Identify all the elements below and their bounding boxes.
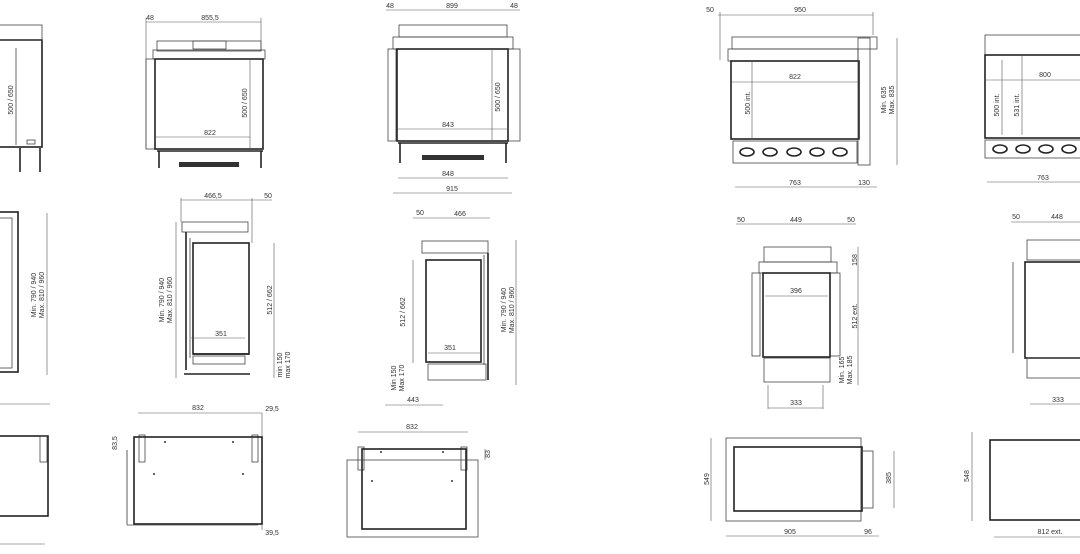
col5-side-view: 50 448 333 bbox=[1011, 214, 1080, 405]
col5-top-width: 812 ext. bbox=[1038, 529, 1063, 536]
col3-front-base-width: 848 bbox=[442, 171, 454, 178]
col4-top-offset: 96 bbox=[864, 529, 872, 536]
col4-front-base-width: 763 bbox=[789, 180, 801, 187]
col3-front-outer-width: 915 bbox=[446, 186, 458, 193]
col3-front-width: 899 bbox=[446, 3, 458, 10]
col4-side-glass-height: 512 ext. bbox=[852, 303, 859, 328]
col4-side-width: 449 bbox=[790, 217, 802, 224]
col5-front-inner-width: 800 bbox=[1039, 72, 1051, 79]
col2-top-bottom-offset: 39,5 bbox=[265, 530, 279, 537]
col5-front-height2: 531 int. bbox=[1014, 93, 1021, 116]
col4-side-right-offset: 50 bbox=[847, 217, 855, 224]
col3-side-base-min: Min 150 bbox=[391, 365, 398, 390]
col4-top-inner-depth: 385 bbox=[886, 472, 893, 484]
col5-side-left-offset: 50 bbox=[1012, 214, 1020, 221]
col5-front-view: 800 500 int. 531 int. 763 bbox=[984, 34, 1080, 183]
col2-top-view: 832 29,5 83,5 39,5 bbox=[112, 405, 279, 537]
col2-front-inner-width: 822 bbox=[204, 130, 216, 137]
col2-side-view: 466,5 50 351 Min. 790 / 940 Max. 810 / 9… bbox=[159, 193, 292, 378]
col2-side-inner-depth: 351 bbox=[215, 331, 227, 338]
col2-front-width: 855,5 bbox=[201, 15, 219, 22]
col4-vent-slots bbox=[739, 147, 848, 157]
col3-front-left-offset: 48 bbox=[386, 3, 394, 10]
col5-front-height: 500 int. bbox=[994, 93, 1001, 116]
col4-top-width: 905 bbox=[784, 529, 796, 536]
col2-side-max: Max. 810 / 960 bbox=[167, 277, 174, 323]
col4-side-base-max: Max. 185 bbox=[847, 355, 854, 384]
col1-side-view: Min. 790 / 940 Max. 810 / 960 bbox=[0, 211, 48, 375]
col2-side-min: Min. 790 / 940 bbox=[159, 278, 166, 322]
col1-front-view: 500 / 650 bbox=[0, 24, 43, 172]
col5-side-base-width: 333 bbox=[1052, 397, 1064, 404]
col2-side-glass-height: 512 / 662 bbox=[267, 285, 274, 314]
col4-side-inner-width: 396 bbox=[790, 288, 802, 295]
col4-side-base-min: Min. 165 bbox=[839, 356, 846, 383]
col4-front-inner-width: 822 bbox=[789, 74, 801, 81]
col3-front-inner-width: 843 bbox=[442, 122, 454, 129]
col2-front-left-offset: 48 bbox=[146, 15, 154, 22]
col3-side-min: Min. 790 / 940 bbox=[501, 288, 508, 332]
col5-side-width: 448 bbox=[1051, 214, 1063, 221]
col2-side-depth: 466,5 bbox=[204, 193, 222, 200]
col4-side-left-offset: 50 bbox=[737, 217, 745, 224]
col4-side-top-height: 158 bbox=[852, 254, 859, 266]
col3-side-base-max: Max 170 bbox=[399, 364, 406, 391]
col1-side-max: Max. 810 / 960 bbox=[39, 272, 46, 318]
col4-front-max: Max. 835 bbox=[889, 85, 896, 114]
col4-front-width: 950 bbox=[794, 7, 806, 14]
col3-side-base-depth: 443 bbox=[407, 397, 419, 404]
col3-top-right-offset: 83 bbox=[485, 450, 492, 458]
col3-side-max: Max. 810 / 960 bbox=[509, 287, 516, 333]
col4-front-view: 50 950 822 500 int. Min. 635 Max. 835 76… bbox=[706, 7, 898, 188]
col4-front-height: 500 int. bbox=[745, 91, 752, 114]
col4-top-view: 549 385 905 96 bbox=[704, 437, 895, 537]
col3-side-offset: 50 bbox=[416, 210, 424, 217]
col1-front-height: 500 / 650 bbox=[8, 85, 15, 114]
col1-side-min: Min. 790 / 940 bbox=[31, 273, 38, 317]
col2-front-view: 48 855,5 500 / 650 822 bbox=[145, 15, 266, 168]
col3-side-inner-depth: 351 bbox=[444, 345, 456, 352]
col5-front-base-width: 763 bbox=[1037, 175, 1049, 182]
col2-side-base-min: min 150 bbox=[277, 352, 284, 377]
col4-front-min: Min. 635 bbox=[881, 86, 888, 113]
col5-top-view: 548 812 ext. bbox=[964, 432, 1080, 538]
col5-top-depth: 548 bbox=[964, 470, 971, 482]
col3-front-view: 48 899 48 843 500 / 650 848 915 bbox=[386, 3, 521, 194]
col3-front-right-offset: 48 bbox=[510, 3, 518, 10]
col3-top-view: 832 83 bbox=[346, 424, 492, 538]
col2-front-height: 500 / 650 bbox=[242, 88, 249, 117]
col2-top-right-offset: 29,5 bbox=[265, 406, 279, 413]
col4-front-side-offset: 130 bbox=[858, 180, 870, 187]
col4-side-base-width: 333 bbox=[790, 400, 802, 407]
col2-top-left-offset: 83,5 bbox=[112, 436, 119, 450]
col2-side-base-max: max 170 bbox=[285, 351, 292, 378]
col4-top-depth: 549 bbox=[704, 473, 711, 485]
col3-side-depth: 466 bbox=[454, 211, 466, 218]
col1-top-view bbox=[0, 403, 50, 545]
col4-front-left-offset: 50 bbox=[706, 7, 714, 14]
col4-side-view: 50 449 50 396 158 512 ext. Min. 165 Max.… bbox=[736, 217, 859, 409]
col2-top-width: 832 bbox=[192, 405, 204, 412]
col3-top-width: 832 bbox=[406, 424, 418, 431]
col3-front-height: 500 / 650 bbox=[495, 82, 502, 111]
col3-side-glass-height: 512 / 662 bbox=[400, 297, 407, 326]
col3-side-view: 50 466 351 512 / 662 Min 150 Max 170 Min… bbox=[385, 210, 517, 406]
col2-side-offset: 50 bbox=[264, 193, 272, 200]
